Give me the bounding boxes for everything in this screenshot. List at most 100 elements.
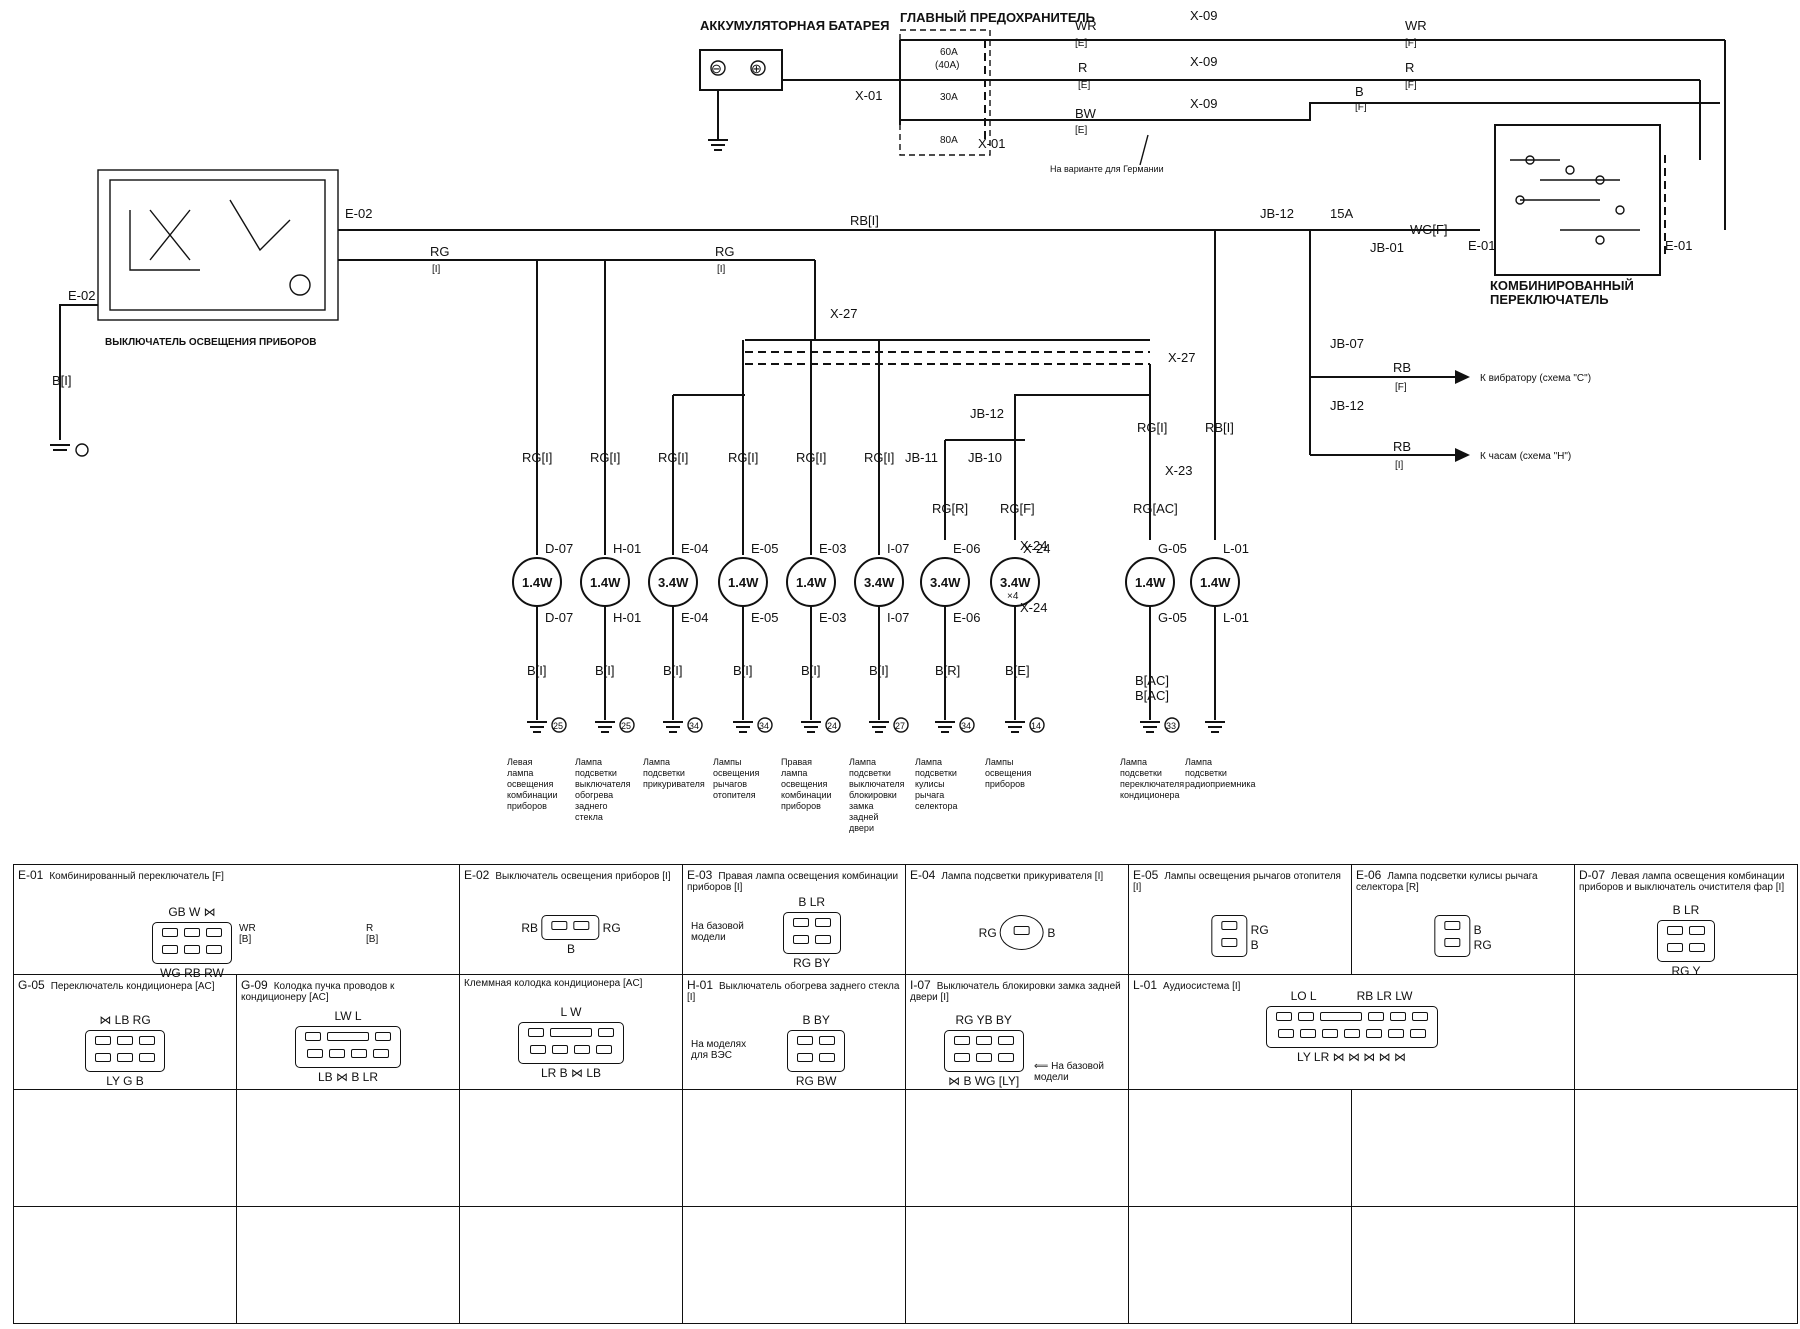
cell-empty-1 (1574, 974, 1798, 1090)
lamp-connector-top: D-07 (545, 541, 573, 556)
svg-text:[F]: [F] (1395, 382, 1407, 393)
lamp-caption: блокировки (849, 790, 897, 800)
lamp-connector-top: I-07 (887, 541, 909, 556)
dest-wiper: К вибратору (схема "С") (1480, 372, 1591, 384)
ground-ref-number: 14 (1031, 721, 1041, 731)
cell-empty (1351, 1206, 1575, 1324)
lamp-caption: замка (849, 801, 873, 811)
lamp-wire-bottom: B[E] (1005, 663, 1030, 678)
lamp-caption: освещения (781, 779, 827, 789)
lamp-connector-bottom: E-05 (751, 610, 778, 625)
lamp-caption: подсветки (849, 768, 891, 778)
lamp-wire-top: RG[I] (590, 450, 620, 465)
ground-ref (619, 717, 635, 733)
ground-ref-number: 34 (961, 721, 971, 731)
svg-text:[I]: [I] (1395, 460, 1404, 471)
ground-ref (959, 717, 975, 733)
lamp-caption: приборов (781, 801, 821, 811)
lamp-wattage: 1.4W (796, 575, 827, 590)
cell-empty (236, 1206, 460, 1324)
cell-empty (13, 1206, 237, 1324)
main-fuse-block: ГЛАВНЫЙ ПРЕДОХРАНИТЕЛЬ 60A (40A) 30A 80A… (855, 10, 1095, 156)
lamp-caption: радиоприемника (1185, 779, 1256, 789)
lamp-wire-top: RG[I] (522, 450, 552, 465)
lamp-caption: комбинации (781, 790, 832, 800)
conn-e01-a: E-01 (1468, 238, 1495, 253)
cell-empty (459, 1206, 683, 1324)
lamp-connector-top: E-03 (819, 541, 846, 556)
svg-text:RG: RG (430, 244, 450, 259)
svg-text:[E]: [E] (1075, 38, 1087, 49)
svg-text:R: R (1405, 60, 1414, 75)
svg-text:RB[I]: RB[I] (850, 213, 879, 228)
lamp-caption: лампа (507, 768, 533, 778)
dest-clock: К часам (схема "Н") (1480, 451, 1571, 462)
lamp-caption: Лампа (575, 757, 602, 767)
lamp-caption: задней (849, 812, 878, 822)
lamp-caption: подсветки (1120, 768, 1162, 778)
dimmer-title: ВЫКЛЮЧАТЕЛЬ ОСВЕЩЕНИЯ ПРИБОРОВ (105, 337, 317, 348)
cell-empty (1574, 1206, 1798, 1324)
lamp-connector-bottom: E-06 (953, 610, 980, 625)
conn-e02-a: E-02 (345, 206, 372, 221)
svg-text:BW: BW (1075, 106, 1097, 121)
ground-ref-number: 25 (553, 721, 563, 731)
cell-empty (1128, 1206, 1352, 1324)
svg-text:B: B (1355, 84, 1364, 99)
lamp-connector-bottom: H-01 (613, 610, 641, 625)
ground-ref (1164, 717, 1180, 733)
lamp-caption: обогрева (575, 790, 613, 800)
lamp-caption: Лампа (849, 757, 876, 767)
conn-e01-b: E-01 (1665, 238, 1692, 253)
svg-text:B[I]: B[I] (52, 373, 72, 388)
lamp-connector-bottom: G-05 (1158, 610, 1187, 625)
lamp-wire-top: RG[I] (864, 450, 894, 465)
lamp-wire-bottom: B[R] (935, 663, 960, 678)
battery-neg-terminal: ⊖ (711, 61, 722, 76)
cell-empty (905, 1206, 1129, 1324)
lamp-connector-bottom: E-03 (819, 610, 846, 625)
lamp-caption: стекла (575, 812, 603, 822)
conn-jb01: JB-01 (1370, 240, 1404, 255)
lamp-caption: подсветки (915, 768, 957, 778)
lamp-caption: Лампа (1120, 757, 1147, 767)
lamp-wire-top: RG[I] (658, 450, 688, 465)
cell-empty (905, 1089, 1129, 1207)
lamp-connector-top: L-01 (1223, 541, 1249, 556)
fuse-15a: 15A (1330, 206, 1353, 221)
lamp-caption: Лампа (643, 757, 670, 767)
fuse-60a: 60A (940, 47, 958, 58)
lamp-caption: выключателя (849, 779, 905, 789)
ground-ref (893, 717, 909, 733)
svg-text:RG[R]: RG[R] (932, 501, 968, 516)
lamp-caption: освещения (507, 779, 553, 789)
lamp-wattage: 3.4W (658, 575, 689, 590)
lamp-connector-top: H-01 (613, 541, 641, 556)
lamp-caption: рычагов (713, 779, 747, 789)
lamp-caption: лампа (781, 768, 807, 778)
svg-text:[I]: [I] (432, 264, 441, 275)
lamp-caption: отопителя (713, 790, 756, 800)
svg-text:WR: WR (1405, 18, 1427, 33)
ground-ref-number: 25 (621, 721, 631, 731)
ground-ref-number: 24 (827, 721, 837, 731)
conn-e02-b: E-02 (68, 288, 95, 303)
cell-empty (1128, 1089, 1352, 1207)
svg-text:WG[F]: WG[F] (1410, 222, 1448, 237)
ground-ref-number: 34 (759, 721, 769, 731)
cell-empty (1351, 1089, 1575, 1207)
germany-note: На варианте для Германии (1050, 164, 1164, 174)
conn-x09-a: X-09 (1190, 8, 1217, 23)
lamp-wire-bottom: B[I] (801, 663, 821, 678)
lamp-caption: Правая (781, 757, 812, 767)
lamp-connector-top: E-05 (751, 541, 778, 556)
conn-x27-b: X-27 (1168, 350, 1195, 365)
svg-text:B[AC]: B[AC] (1135, 673, 1169, 688)
lamp-connector-bottom: E-04 (681, 610, 708, 625)
right-columns: RG[I] X-23 RG[AC] RB[I] B[AC] B[AC] X-24… (1020, 230, 1234, 703)
